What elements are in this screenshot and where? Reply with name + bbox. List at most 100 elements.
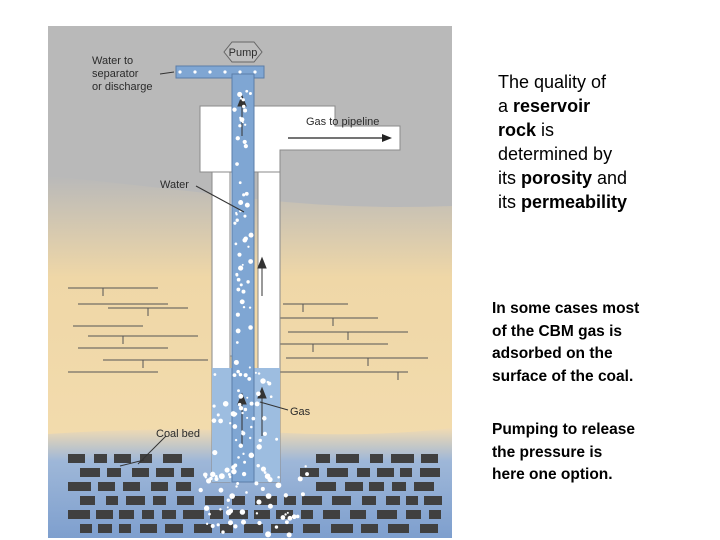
coal-block (361, 524, 378, 533)
gas-bubble (235, 136, 240, 141)
gas-bubble (231, 468, 237, 475)
gas-bubble (283, 493, 288, 498)
p2-line: surface of the coal. (492, 367, 634, 385)
coal-block (96, 510, 113, 519)
gas-bubble (274, 525, 279, 529)
gas-bubble (266, 380, 270, 384)
coal-block (331, 524, 353, 533)
gas-bubble (238, 443, 244, 448)
coal-block (156, 468, 174, 477)
bold-term: rock (498, 120, 537, 140)
p2-line: In some cases most (492, 300, 640, 317)
gas-bubble (236, 277, 241, 282)
gas-bubble (241, 289, 246, 294)
gas-bubble (246, 396, 249, 399)
coal-block (255, 496, 277, 505)
coal-block (151, 482, 168, 491)
gas-bubble (224, 467, 230, 473)
coal-block (327, 468, 348, 477)
gas-bubble (238, 265, 244, 271)
gas-bubble (277, 475, 280, 479)
gas-bubble (304, 465, 307, 468)
gas-bubble (247, 376, 252, 381)
gas-bubbles (178, 70, 309, 538)
gas-bubble (254, 401, 260, 407)
coal-block (370, 454, 383, 463)
coal-block (420, 468, 440, 477)
coal-block (153, 496, 166, 505)
gas-bubble (241, 121, 244, 124)
gas-bubble (235, 485, 238, 488)
gas-bubble (232, 107, 237, 112)
coal-block (119, 524, 131, 533)
gas-bubble (214, 475, 218, 478)
pump-label: Pump (229, 47, 258, 59)
gas-bubble (243, 460, 247, 464)
coal-block (123, 482, 140, 491)
gas-bubble (235, 218, 239, 222)
coal-block (140, 454, 152, 463)
coal-block (210, 510, 223, 519)
coal-block (302, 496, 322, 505)
gas-bubble (265, 493, 272, 499)
coal-block (406, 510, 421, 519)
coal-block (323, 510, 340, 519)
gas-bubble (246, 416, 249, 419)
gas-bubble (241, 411, 244, 415)
coal-block (205, 496, 224, 505)
coal-bed-label: Coal bed (156, 428, 200, 440)
gas-bubble (216, 523, 220, 527)
coal-block (254, 510, 270, 519)
coal-block (345, 482, 363, 491)
coal-block (300, 468, 319, 477)
gas-bubble (255, 512, 259, 515)
gas-bubble (243, 144, 248, 149)
coal-block (316, 482, 336, 491)
coal-block (162, 510, 176, 519)
gas-bubble (295, 514, 300, 519)
gas-bubble (211, 418, 217, 423)
coal-block (301, 510, 313, 519)
strata-lines (68, 287, 428, 380)
gas-bubble (238, 199, 244, 206)
coal-block (362, 496, 376, 505)
leader-lines (119, 71, 289, 467)
gas-bubble (219, 508, 222, 511)
gas-bubble (236, 369, 240, 374)
coal-block (80, 524, 92, 533)
gas-bubble (263, 471, 267, 474)
text-segment: is (536, 120, 555, 140)
gas-bubble (239, 97, 243, 100)
p1-line: its porosity and (498, 166, 698, 190)
gas-bubble (234, 438, 238, 442)
bold-term: reservoir (513, 96, 591, 116)
coal-block (420, 524, 438, 533)
coal-block (369, 482, 384, 491)
gas-bubble (227, 473, 231, 476)
gas-bubble (275, 482, 282, 489)
gas-bubble (256, 391, 261, 397)
gas-bubble (262, 416, 267, 421)
bold-term: porosity (521, 168, 593, 188)
gas-bubble (240, 519, 247, 525)
coal-block (68, 454, 85, 463)
coal-block (176, 482, 191, 491)
gas-bubble (287, 515, 293, 521)
gas-bubble (305, 472, 309, 476)
gas-bubble (238, 372, 243, 377)
coal-block (126, 496, 145, 505)
gas-bubble (242, 237, 248, 243)
gas-bubble (238, 70, 242, 74)
gas-bubble (242, 193, 246, 197)
text-segment: a (498, 96, 514, 116)
gas-bubble (212, 450, 218, 456)
coal-block (106, 496, 118, 505)
gas-bubble (256, 444, 262, 450)
gas-bubble (257, 372, 261, 375)
gas-to-pipeline-arrow (288, 134, 392, 142)
coal-block (80, 496, 95, 505)
gas-bubble (227, 520, 233, 526)
coal-block (183, 510, 204, 519)
